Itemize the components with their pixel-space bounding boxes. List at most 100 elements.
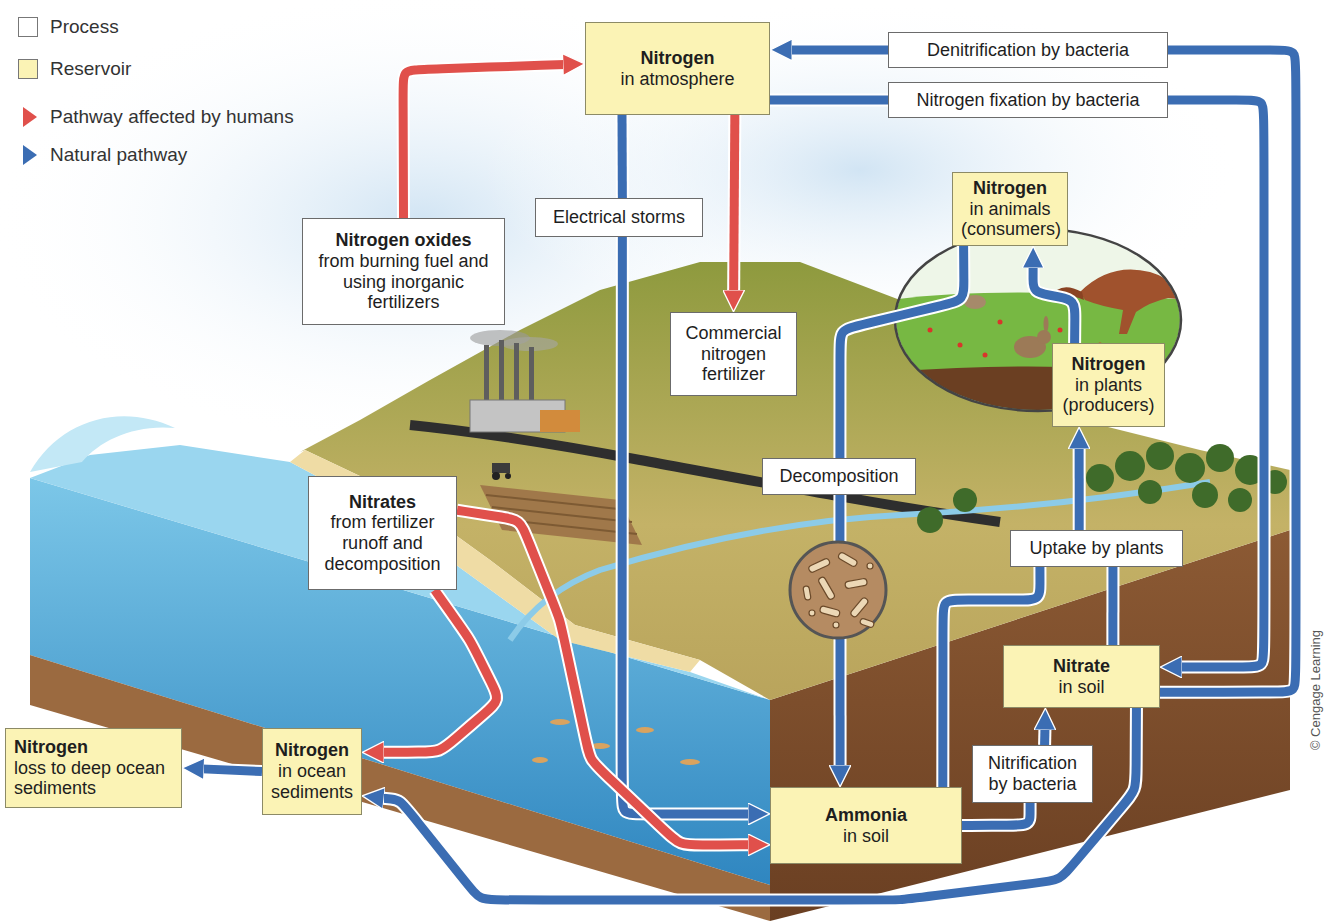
legend-item: Reservoir (18, 58, 131, 80)
copyright-note: © Cengage Learning (1308, 630, 1323, 750)
fish-part (636, 727, 654, 733)
bacteria-circle-part (790, 542, 886, 638)
process-box: Nitrogen oxidesfrom burning fuel and usi… (302, 218, 505, 325)
trees (917, 442, 1287, 533)
arrow-line (1160, 50, 1296, 692)
arrow-outline (962, 803, 1030, 826)
factory-part (499, 340, 504, 405)
trees-part (1228, 488, 1252, 512)
reservoir-box: Ammoniain soil (770, 787, 962, 864)
trees-part (917, 507, 943, 533)
box-heading: Nitrates (317, 492, 448, 513)
arrow-outline (790, 43, 888, 56)
ecosystem-vignette-part-part (1044, 316, 1049, 332)
tractor (492, 463, 511, 480)
tractor-part (492, 463, 510, 473)
bacteria-circle (790, 542, 886, 638)
fish-part (550, 719, 570, 725)
arrow-line (770, 96, 888, 105)
trees-part (1146, 442, 1174, 470)
arrow-line (1033, 266, 1075, 343)
factory-part (540, 410, 580, 432)
arrow-outline (1033, 266, 1075, 343)
box-text: from fertilizer runoff and decomposition (317, 512, 448, 574)
arrow-line (618, 115, 627, 198)
fish-part (680, 759, 700, 765)
ecosystem-vignette-part-part (1037, 330, 1051, 344)
bacteria-circle-part-part (850, 597, 870, 618)
legend-arrow-sample (23, 145, 37, 165)
road (410, 425, 1000, 522)
human-pathway-arrow (734, 115, 735, 292)
bacteria-circle-part-part (859, 618, 874, 628)
arrow-line (202, 769, 262, 772)
arrow-line (382, 708, 1137, 900)
arrow-line (1168, 100, 1264, 667)
natural-pathway-arrow (382, 708, 1137, 900)
arrow-outline (382, 590, 497, 752)
arrow-line (1075, 447, 1084, 530)
legend-arrow-sample (22, 106, 38, 128)
arrow-line (1108, 567, 1117, 645)
ecosystem-vignette-part-part-part (958, 343, 963, 348)
legend-item: Natural pathway (22, 144, 187, 166)
ecosystem-vignette-part-part-part (983, 353, 988, 358)
box-text: in plants (producers) (1061, 375, 1156, 416)
legend-arrow-sample (23, 107, 37, 127)
land-surface (300, 262, 1290, 700)
tractor-part (505, 473, 511, 479)
box-text: Nitrification by bacteria (981, 753, 1084, 794)
legend-text: Natural pathway (50, 144, 187, 166)
arrow-line (1040, 728, 1049, 745)
bacteria-circle-part-part (833, 622, 839, 628)
landscape-block (30, 262, 1290, 921)
natural-pathway-arrow (1168, 100, 1264, 667)
arrow-line (403, 65, 565, 218)
bacteria-circle-part-part (818, 576, 836, 600)
trees-part (1175, 453, 1205, 483)
factory (470, 330, 580, 432)
arrow-outline (1168, 100, 1264, 667)
reservoir-box: Nitrogenloss to deep ocean sediments (5, 728, 182, 808)
box-text: loss to deep ocean sediments (14, 758, 173, 799)
box-text: Commercial nitrogen fertilizer (679, 323, 788, 385)
arrow-outline (382, 708, 1137, 900)
arrow-outline (403, 65, 565, 218)
arrow-outline (202, 769, 262, 772)
box-text: in soil (779, 826, 953, 847)
bacteria-circle-part-part (867, 563, 873, 569)
box-heading: Nitrogen oxides (311, 230, 496, 251)
process-box: Nitratesfrom fertilizer runoff and decom… (308, 476, 457, 590)
box-heading: Nitrogen (594, 48, 761, 69)
legend-item: Pathway affected by humans (22, 106, 294, 128)
fish-part (532, 757, 548, 763)
legend-text: Pathway affected by humans (50, 106, 294, 128)
box-heading: Nitrogen (1061, 354, 1156, 375)
box-text: in ocean sediments (271, 761, 353, 802)
bacteria-circle-part-part (845, 578, 868, 589)
bacteria-circle-part-part (808, 558, 831, 574)
arrow-line (382, 590, 497, 752)
box-heading: Nitrogen (961, 178, 1059, 199)
process-box: Uptake by plants (1010, 530, 1183, 567)
natural-pathway-arrow (840, 246, 964, 458)
arrow-outline (457, 510, 750, 845)
factory-part (484, 345, 489, 405)
natural-pathway-arrow (1160, 50, 1296, 692)
arrow-outline (1106, 567, 1119, 645)
arrow-outline (770, 94, 888, 107)
box-heading: Ammonia (779, 805, 953, 826)
arrow-line (790, 45, 888, 54)
process-box: Nitrogen fixation by bacteria (888, 82, 1168, 118)
natural-pathway-arrow (790, 49, 888, 50)
box-text: from burning fuel and using inorganic fe… (311, 251, 496, 313)
box-text: Uptake by plants (1019, 538, 1174, 559)
process-box: Denitrification by bacteria (888, 32, 1168, 68)
reservoir-box: Nitrogenin atmosphere (585, 22, 770, 115)
box-heading: Nitrogen (14, 737, 173, 758)
box-text: Electrical storms (544, 207, 694, 228)
box-text: in atmosphere (594, 69, 761, 90)
reservoir-box: Nitrogenin plants (producers) (1052, 343, 1165, 427)
